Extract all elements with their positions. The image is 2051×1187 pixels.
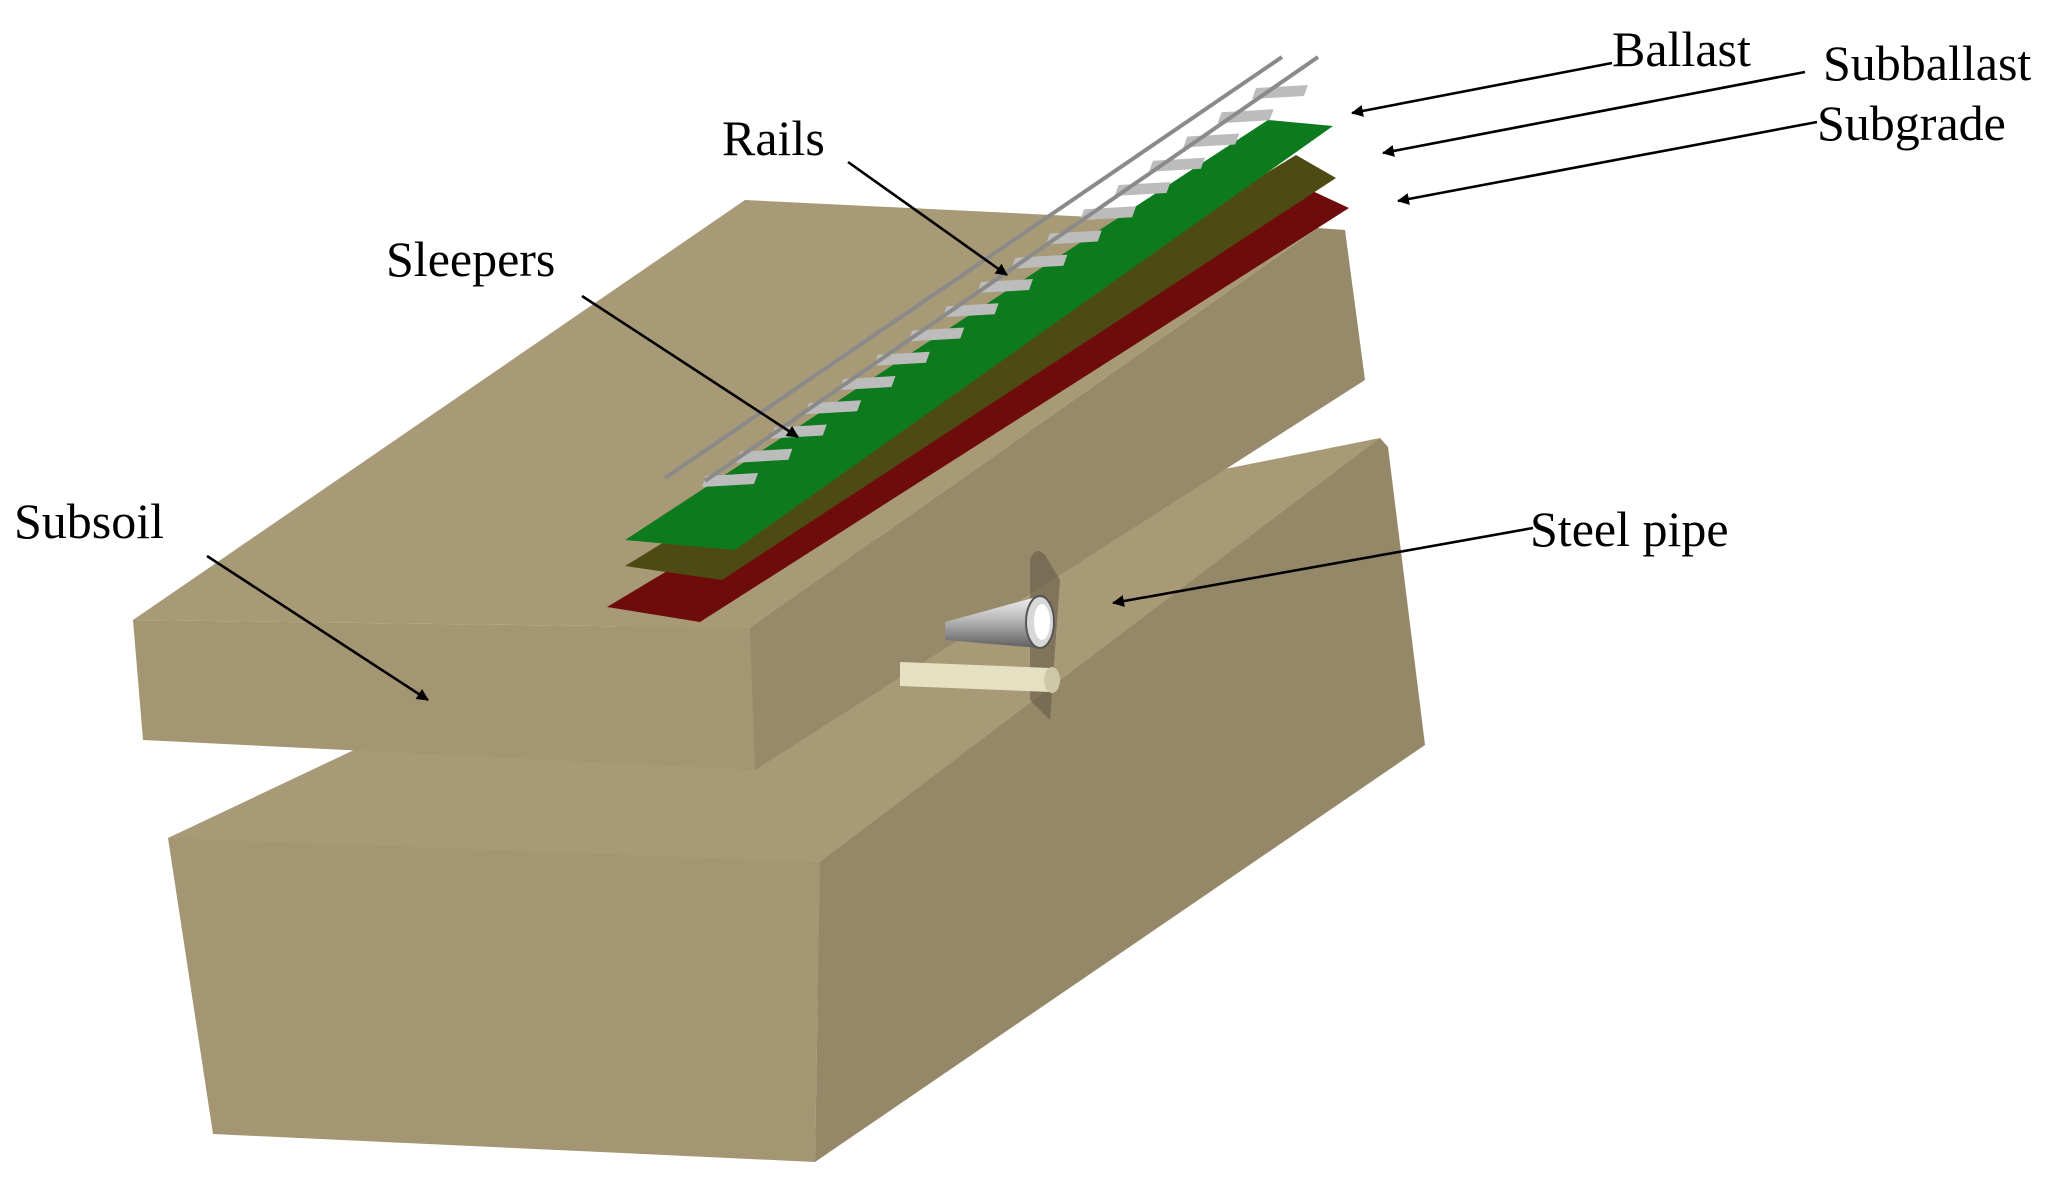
- sleeper: [1148, 157, 1205, 172]
- sleeper: [1183, 133, 1240, 148]
- ballast-layer: [625, 120, 1333, 550]
- subgrade-arrow: [1397, 120, 1818, 205]
- rails-group: [663, 55, 1320, 483]
- lower-pipe-end: [1044, 667, 1060, 693]
- sleeper: [702, 473, 758, 487]
- ballast-arrow: [1351, 61, 1613, 117]
- rail-left: [663, 55, 1284, 480]
- sleeper: [736, 448, 793, 463]
- sleeper: [1217, 109, 1274, 124]
- sleeper: [1252, 85, 1308, 99]
- leader-arrows: [206, 61, 1818, 702]
- label-steel-pipe: Steel pipe: [1530, 501, 1729, 557]
- label-subsoil: Subsoil: [14, 493, 165, 549]
- lower-pipe: [900, 662, 1056, 692]
- label-sleepers: Sleepers: [386, 231, 556, 287]
- label-subgrade: Subgrade: [1817, 95, 2006, 151]
- upper-block-front: [133, 620, 755, 770]
- subballast-arrow: [1382, 70, 1806, 157]
- steel-pipe-body: [945, 596, 1040, 648]
- rails-arrow: [847, 160, 1008, 277]
- steel-pipe-arrow: [1112, 526, 1534, 607]
- subsoil-arrow: [206, 554, 429, 702]
- rail-right: [703, 55, 1320, 483]
- label-subballast: Subballast: [1823, 35, 2032, 91]
- label-rails: Rails: [722, 110, 825, 166]
- label-ballast: Ballast: [1612, 21, 1751, 77]
- sleepers-arrow: [581, 294, 799, 439]
- lower-block-side: [815, 438, 1425, 1162]
- sleepers-group: [702, 85, 1308, 487]
- lower-block-front: [168, 838, 820, 1162]
- upper-block-side: [750, 228, 1365, 770]
- steel-pipe-bore: [1034, 604, 1050, 640]
- steel-pipe-group: [900, 551, 1060, 720]
- sleeper: [1114, 182, 1171, 196]
- track-layers: [607, 120, 1349, 622]
